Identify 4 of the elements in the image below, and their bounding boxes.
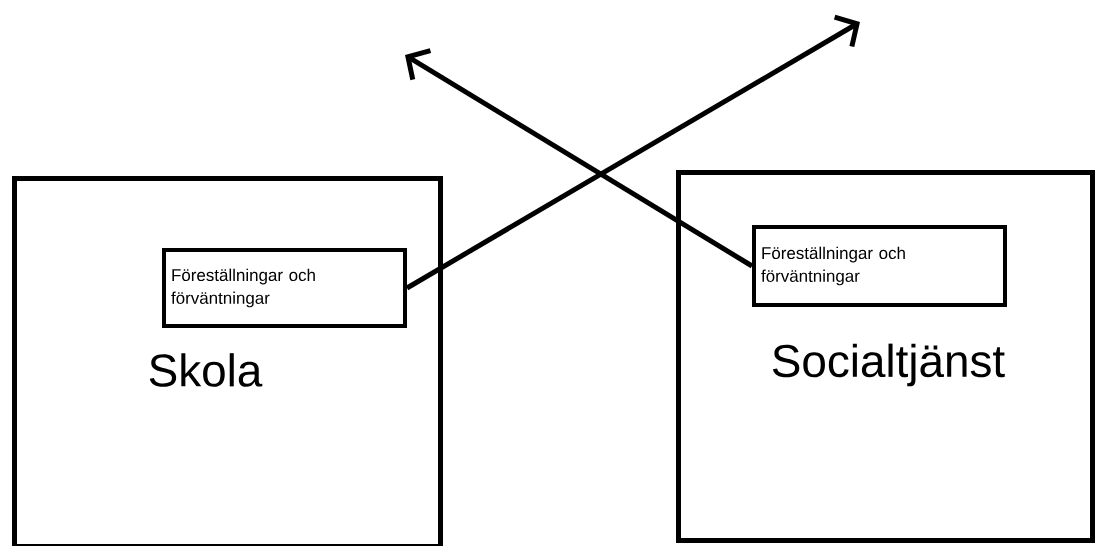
arrow	[405, 14, 860, 291]
text-box: Föreställningar och förväntningar	[752, 225, 1007, 307]
arrow	[405, 48, 754, 269]
text-box: Föreställningar och förväntningar	[162, 248, 407, 328]
